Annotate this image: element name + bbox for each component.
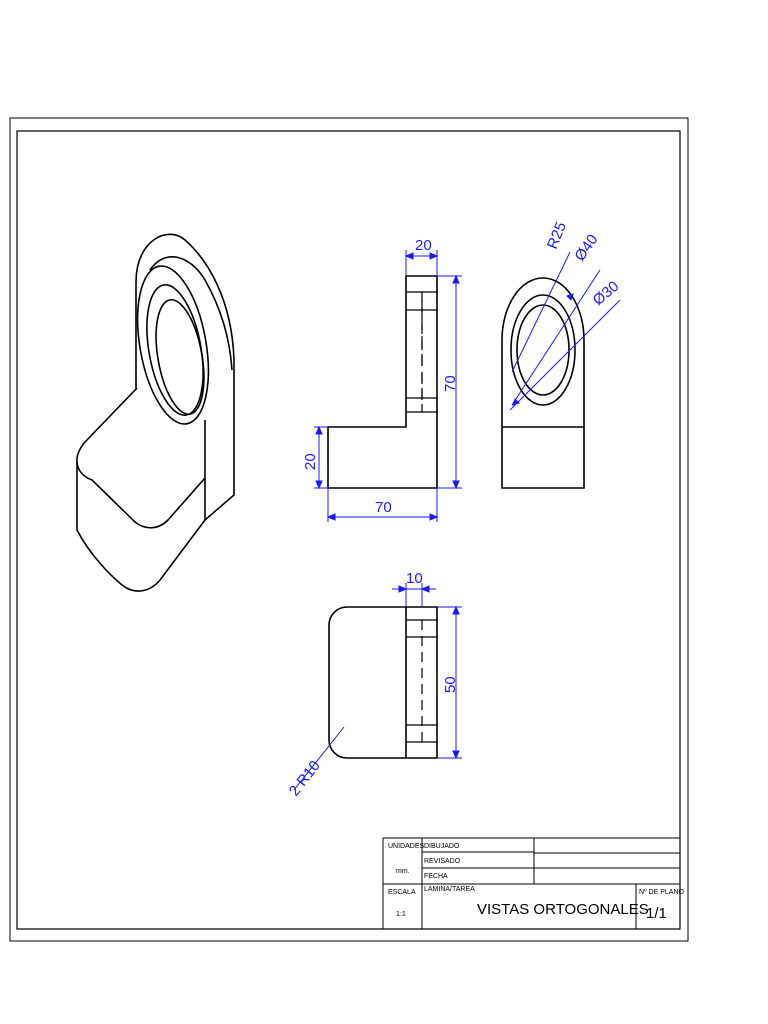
- title-block: [382, 837, 681, 930]
- tb-plan-no-value: 1/1: [646, 905, 667, 922]
- tb-title: VISTAS ORTOGONALES: [477, 901, 649, 918]
- tb-units-value: mm.: [396, 868, 410, 875]
- tb-units-label: UNIDADES: [388, 843, 425, 850]
- tb-reviewed-label: REVISADO: [424, 858, 461, 865]
- front-view: [327, 275, 438, 489]
- plan-view-dimensions: [293, 583, 462, 791]
- plan-view: [328, 606, 438, 759]
- inner-frame: [16, 130, 681, 930]
- isometric-view: [76, 233, 235, 592]
- dim-top-width: 20: [415, 237, 432, 254]
- dim-plan-depth: 50: [442, 676, 459, 693]
- tb-scale-label: ESCALA: [388, 889, 416, 896]
- tb-plan-no-label: Nº DE PLANO: [639, 889, 685, 896]
- tb-date-label: FECHA: [424, 873, 448, 880]
- dim-plan-offset: 10: [406, 570, 423, 587]
- front-view-dimensions: [314, 250, 462, 522]
- dim-plan-radius: 2 R10: [286, 757, 324, 799]
- tb-drawn-label: DIBUJADO: [424, 843, 460, 850]
- dim-dia-inner: Ø30: [590, 278, 623, 309]
- tb-scale-value: 1:1: [396, 911, 406, 918]
- dim-front-height: 70: [442, 375, 459, 392]
- outer-frame: [9, 117, 689, 942]
- dim-dia-outer: Ø40: [571, 231, 601, 264]
- tb-sheet-label: LAMINA/TAREA: [424, 886, 475, 893]
- dim-radius-side: R25: [544, 220, 570, 252]
- dim-front-width: 70: [375, 499, 392, 516]
- dim-front-left-height: 20: [302, 453, 319, 470]
- side-view: [501, 277, 585, 489]
- side-view-dimensions: [509, 251, 621, 411]
